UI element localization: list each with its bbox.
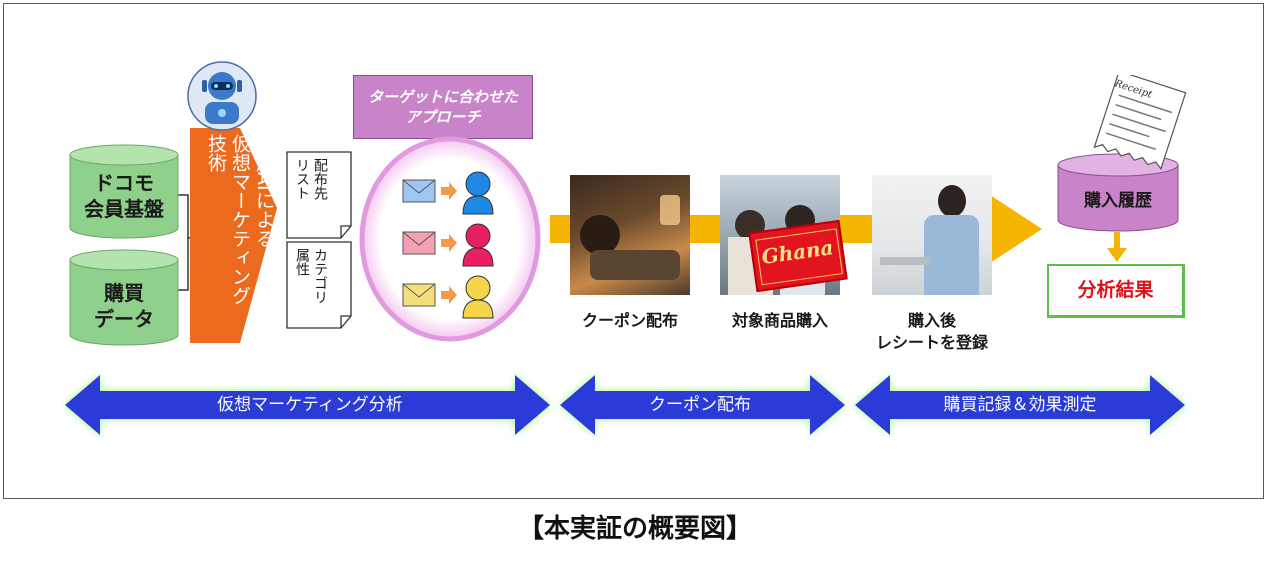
band-label-coupon: クーポン配布 [649,395,751,415]
band-label-measurement: 購買記録＆効果測定 [943,395,1097,415]
target-row [402,275,494,319]
figure-caption: 【本実証の概要図】 [517,514,752,544]
down-arrow [1107,232,1127,262]
analysis-result-label: 分析結果 [1077,279,1154,301]
data-sources [69,144,190,346]
receipt-registration-photo [872,175,992,295]
band-virtual-marketing [65,375,550,435]
step-label-purchase: 対象商品購入 [731,311,828,330]
envelope-icon [402,179,436,203]
robot-icon [187,61,257,131]
category-attribute-label: カテゴリ 属性 [294,248,328,304]
target-row [402,171,494,215]
purchase-history [1057,75,1187,232]
step-label-coupon: クーポン配布 [581,311,678,330]
documents [286,151,352,329]
purchase-data-label: 購買 データ [94,281,154,331]
receipt-icon [1093,75,1187,171]
ghana-chocolate-package: Ghana [748,219,848,293]
arrow-right-icon [441,286,457,304]
category-attribute-document [286,241,352,329]
step-label-receipt: 購入後 レシートを登録 [875,311,988,352]
band-purchase-measurement [855,375,1185,435]
envelope-icon [402,231,436,255]
arrow-right-icon [441,234,457,252]
purchase-data-cylinder [69,249,179,346]
docomo-member-db-cylinder [69,144,179,239]
analysis-result-box: 分析結果 [1047,264,1185,318]
band-label-virtual-marketing: 仮想マーケティング分析 [217,395,403,415]
phase-bands [65,375,1185,435]
target-row [402,223,494,267]
person-icon [462,223,494,267]
distribution-list-label: 配布先 リスト [294,158,328,200]
target-approach-box: ターゲットに合わせた アプローチ [353,75,533,139]
target-approach-title: ターゲットに合わせた アプローチ [367,88,518,126]
arrow-right-icon [441,182,457,200]
person-icon [462,275,494,319]
person-icon [462,171,494,215]
purchase-history-cylinder [1057,153,1179,232]
band-coupon-distribution [560,375,845,435]
ai-technology-label: 生成AIによる 仮想マーケティング 技術 [205,134,275,305]
purchase-history-label: 購入履歴 [1084,191,1152,211]
ai-block [187,61,277,343]
target-segments [359,136,541,342]
docomo-member-label: ドコモ 会員基盤 [84,171,164,221]
distribution-list-document [286,151,352,239]
envelope-icon [402,283,436,307]
coupon-distribution-photo [570,175,690,295]
